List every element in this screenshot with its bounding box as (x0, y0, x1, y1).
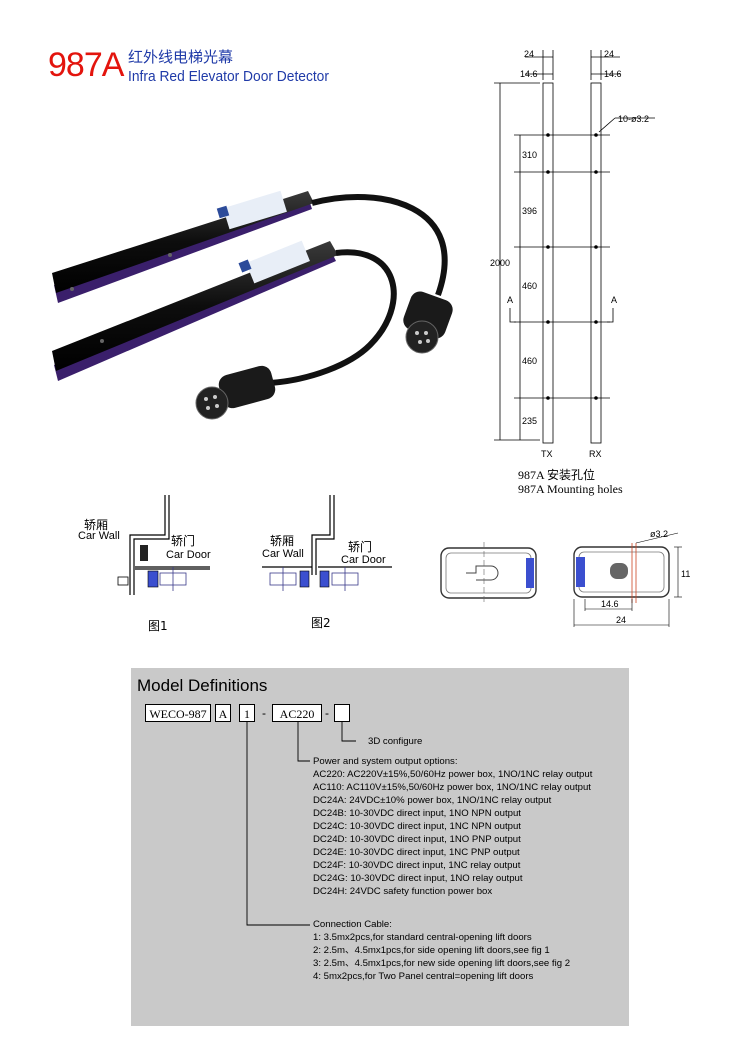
power-option: AC110: AC110V±15%,50/60Hz power box, 1NO… (313, 782, 591, 793)
product-title-cn: 红外线电梯光幕 (128, 48, 234, 66)
product-label (223, 190, 287, 230)
fig1-wall-en: Car Wall (78, 530, 120, 542)
power-option: DC24E: 10-30VDC direct input, 1NC PNP ou… (313, 847, 520, 858)
profile-section-a (440, 542, 537, 604)
dim-spacing: 235 (522, 416, 537, 426)
code-box-variant: A (215, 704, 231, 722)
section-mark-left: A (507, 295, 513, 305)
code-box-power: AC220 (272, 704, 322, 722)
power-option: DC24D: 10-30VDC direct input, 1NO PNP ou… (313, 834, 521, 845)
profile-width-dim: 24 (616, 615, 626, 625)
dim-width-right: 24 (604, 49, 614, 59)
power-option: DC24C: 10-30VDC direct input, 1NC NPN ou… (313, 821, 521, 832)
power-option: AC220: AC220V±15%,50/60Hz power box, 1NO… (313, 769, 593, 780)
connector-plug-icon (195, 365, 276, 420)
fig2-wall-cn: 轿厢 (270, 534, 295, 548)
power-option: DC24B: 10-30VDC direct input, 1NO NPN ou… (313, 808, 521, 819)
fig2-label: 图2 (311, 616, 331, 630)
cable (311, 194, 448, 297)
fig1-door-en: Car Door (166, 549, 211, 561)
drawing-caption-cn: 987A 安装孔位 (518, 468, 596, 482)
code-leader-lines (246, 722, 356, 926)
dim-spacing: 460 (522, 356, 537, 366)
rx-label: RX (589, 449, 602, 459)
config-note: 3D configure (368, 736, 423, 747)
dim-spacing: 396 (522, 206, 537, 216)
drawing-caption-en: 987A Mounting holes (518, 482, 623, 496)
light-curtain-bar-upper (52, 190, 314, 303)
fig2-diagram (262, 495, 392, 591)
dim-inner-right: 14.6 (604, 69, 622, 79)
cable-option: 1: 3.5mx2pcs,for standard central-openin… (313, 932, 532, 943)
fig2-door-cn: 轿门 (348, 540, 373, 554)
fig2-door-en: Car Door (341, 554, 386, 566)
product-title-en: Infra Red Elevator Door Detector (128, 68, 329, 85)
code-separator: - (262, 706, 266, 720)
fig1-wall-cn: 轿厢 (84, 518, 109, 532)
dim-inner-left: 14.6 (520, 69, 538, 79)
fig1-label: 图1 (148, 619, 168, 633)
dim-width-left: 24 (524, 49, 534, 59)
rx-bar (590, 82, 602, 444)
profile-section-b: ø3.2 11 14.6 24 (573, 529, 690, 627)
cable-option: 3: 2.5m、4.5mx1pcs,for new side opening l… (313, 958, 571, 969)
code-box-config (334, 704, 350, 722)
profile-hole-dim: ø3.2 (650, 529, 668, 539)
model-definitions-title: Model Definitions (137, 676, 268, 695)
dim-total-length: 2000 (490, 258, 510, 268)
cable-options-title: Connection Cable: (313, 919, 392, 930)
power-option: DC24A: 24VDC±10% power box, 1NO/1NC rela… (313, 795, 552, 806)
power-option: DC24H: 24VDC safety function power box (313, 886, 493, 897)
profile-inner-dim: 14.6 (601, 599, 619, 609)
tx-label: TX (541, 449, 553, 459)
profile-height-dim: 11 (681, 569, 690, 579)
mounting-holes-drawing: 24 24 14.6 14.6 10-ø3.2 2000 310 396 460… (490, 49, 655, 459)
cable (269, 249, 397, 386)
code-box-cable: 1 (239, 704, 255, 722)
product-photo (52, 190, 453, 420)
fig1-diagram (117, 495, 210, 595)
cable-option: 2: 2.5m、4.5mx1pcs,for side opening lift … (313, 945, 550, 956)
fig1-door-cn: 轿门 (171, 534, 196, 548)
dim-spacing: 460 (522, 281, 537, 291)
code-separator: - (325, 706, 329, 720)
cable-option: 4: 5mx2pcs,for Two Panel central=opening… (313, 971, 534, 982)
section-mark-right: A (611, 295, 617, 305)
power-option: DC24F: 10-30VDC direct input, 1NC relay … (313, 860, 521, 871)
power-option: DC24G: 10-30VDC direct input, 1NO relay … (313, 873, 523, 884)
dim-spacing: 310 (522, 150, 537, 160)
hole-note: 10-ø3.2 (618, 114, 649, 124)
power-options-title: Power and system output options: (313, 756, 458, 767)
product-label (246, 240, 310, 284)
model-number: 987A (48, 46, 124, 84)
code-box-series: WECO-987 (145, 704, 211, 722)
mounting-hole-icon (546, 133, 598, 400)
light-curtain-bar-lower (52, 240, 338, 381)
brand-logo-icon (216, 205, 230, 219)
tx-bar (542, 82, 554, 444)
fig2-wall-en: Car Wall (262, 548, 304, 560)
connector-plug-icon (403, 291, 453, 354)
model-definitions-panel (131, 668, 629, 1026)
brand-logo-icon (238, 259, 252, 273)
